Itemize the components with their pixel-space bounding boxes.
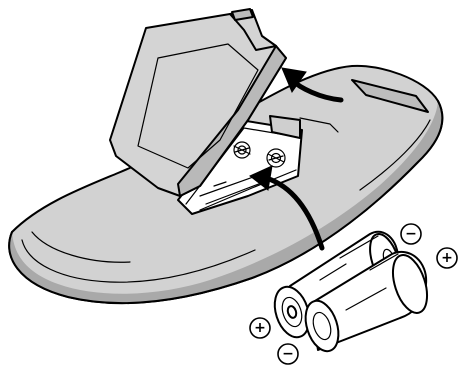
svg-text:−: − [405,226,417,242]
svg-text:+: + [441,250,453,266]
minus-symbol-bottom: − [278,344,298,364]
plus-symbol-right: + [437,248,457,268]
svg-text:+: + [254,320,266,336]
plus-symbol-left: + [250,318,270,338]
svg-text:−: − [282,346,294,362]
minus-symbol-top: − [401,224,421,244]
